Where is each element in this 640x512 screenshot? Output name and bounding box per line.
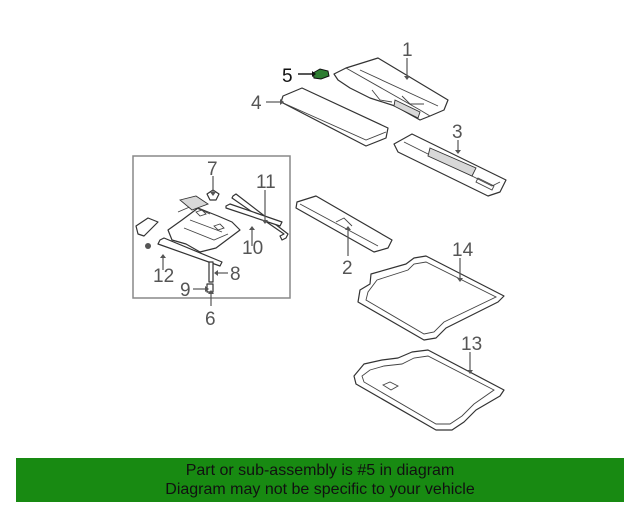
callout-2: 2 [342, 258, 353, 279]
part-5-highlight [312, 68, 330, 80]
callout-12: 12 [153, 266, 174, 287]
callout-1: 1 [402, 40, 413, 61]
part-12-bar[interactable] [157, 237, 223, 267]
callout-11: 11 [256, 172, 276, 193]
jack-kit-inset [132, 155, 291, 299]
callout-10: 10 [242, 238, 263, 259]
part-13-cargo-tray[interactable] [353, 349, 505, 431]
part-9-nut[interactable] [206, 283, 214, 293]
callout-14: 14 [452, 240, 474, 261]
part-2-sill-plate[interactable] [295, 195, 393, 253]
info-banner: Part or sub-assembly is #5 in diagram Di… [16, 458, 624, 502]
banner-line-1: Part or sub-assembly is #5 in diagram [185, 462, 455, 479]
callout-9: 9 [180, 280, 191, 301]
leader-lines [162, 58, 471, 370]
part-14-floor-mat[interactable] [357, 255, 505, 341]
parts-diagram: 1 5 4 3 2 14 13 7 11 10 12 8 9 6 [132, 40, 507, 431]
callout-5: 5 [282, 66, 293, 87]
jack-bracket-left [135, 217, 159, 249]
part-5-clip[interactable] [312, 68, 330, 80]
callout-4: 4 [251, 93, 262, 114]
part-6-jack[interactable] [167, 195, 241, 253]
callout-6: 6 [205, 309, 216, 330]
callout-labels: 1 5 4 3 2 14 13 7 11 10 12 8 9 6 [153, 40, 482, 355]
part-8-bolt[interactable] [208, 261, 214, 283]
part-1-trim-panel[interactable] [333, 57, 449, 121]
callout-3: 3 [452, 122, 463, 143]
part-3-tray[interactable] [393, 133, 507, 197]
banner-line-2: Diagram may not be specific to your vehi… [165, 481, 475, 498]
callout-13: 13 [461, 334, 482, 355]
leader-arrowheads [160, 71, 473, 374]
part-11-wrench[interactable] [225, 203, 283, 227]
callout-8: 8 [230, 264, 241, 285]
callout-7: 7 [207, 159, 218, 180]
